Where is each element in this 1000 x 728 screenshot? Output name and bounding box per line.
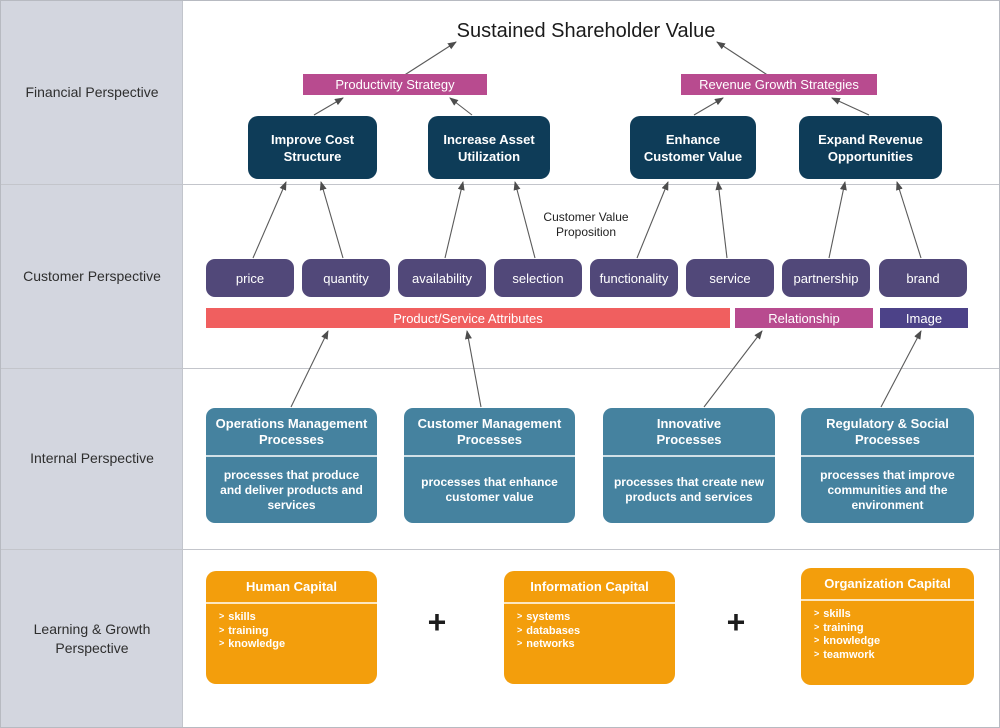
revenue-growth-strategies-bar: Revenue Growth Strategies (681, 74, 877, 95)
chevron-bullet-icon: > (517, 624, 523, 635)
chevron-bullet-icon: > (814, 608, 820, 618)
capital-item: >skills (814, 608, 851, 620)
objective-enhance-customer-value: Enhance Customer Value (630, 116, 756, 179)
chevron-bullet-icon: > (517, 638, 523, 648)
chevron-bullet-icon: > (517, 611, 523, 621)
sidebar-label-internal: Internal Perspective (30, 450, 154, 466)
process-innovative: Innovative Processes processes that crea… (603, 408, 775, 523)
capital-item: >databases (517, 624, 581, 637)
attribute-selection: selection (494, 259, 582, 297)
objective-increase-asset-utilization: Increase Asset Utilization (428, 116, 550, 179)
plus-sign: + (726, 604, 746, 640)
chevron-bullet-icon: > (814, 648, 820, 659)
capital-organization: Organization Capital >skills >training >… (801, 568, 974, 685)
capital-information: Information Capital >systems >databases … (504, 571, 675, 684)
capital-title: Human Capital (206, 571, 377, 604)
productivity-strategy-bar: Productivity Strategy (303, 74, 487, 95)
attribute-service: service (686, 259, 774, 297)
sidebar-label-customer: Customer Perspective (23, 267, 161, 284)
objective-expand-revenue-opportunities: Expand Revenue Opportunities (799, 116, 942, 179)
capital-title: Organization Capital (801, 568, 974, 601)
process-title: Operations Management Processes (206, 408, 377, 457)
group-bar-relationship: Relationship (735, 308, 873, 328)
capital-item: >teamwork (814, 648, 875, 661)
attribute-availability: availability (398, 259, 486, 297)
plus-sign: + (427, 604, 447, 640)
process-customer-management: Customer Management Processes processes … (404, 408, 575, 523)
process-description: processes that create new products and s… (613, 475, 765, 504)
band-divider (1, 184, 999, 185)
sidebar-label-learning-growth: Learning & Growth Perspective (33, 621, 151, 656)
perspective-sidebar: Financial Perspective Customer Perspecti… (1, 1, 183, 727)
chevron-bullet-icon: > (219, 638, 225, 648)
customer-value-proposition-label: Customer Value Proposition (543, 210, 629, 239)
capital-human: Human Capital >skills >training >knowled… (206, 571, 377, 684)
group-bar-product-service-attributes: Product/Service Attributes (206, 308, 730, 328)
capital-item: >knowledge (219, 638, 286, 650)
process-title: Regulatory & Social Processes (801, 408, 974, 457)
band-divider (1, 368, 999, 369)
chevron-bullet-icon: > (219, 611, 225, 621)
process-regulatory-social: Regulatory & Social Processes processes … (801, 408, 974, 523)
chevron-bullet-icon: > (814, 621, 820, 632)
chevron-bullet-icon: > (219, 624, 225, 635)
capital-title: Information Capital (504, 571, 675, 604)
sidebar-label-financial: Financial Perspective (25, 84, 159, 100)
diagram-title: Sustained Shareholder Value (456, 20, 716, 42)
process-description: processes that enhance customer value (421, 475, 558, 504)
objective-improve-cost-structure: Improve Cost Structure (248, 116, 377, 179)
capital-item: >skills (219, 611, 256, 623)
process-description: processes that improve communities and t… (820, 467, 955, 512)
process-title: Innovative Processes (603, 408, 775, 457)
process-description: processes that produce and deliver produ… (220, 467, 363, 512)
band-divider (1, 549, 999, 550)
attribute-brand: brand (879, 259, 967, 297)
attribute-partnership: partnership (782, 259, 870, 297)
capital-item: >networks (517, 638, 575, 650)
attribute-price: price (206, 259, 294, 297)
capital-item: >training (814, 621, 864, 634)
group-bar-image: Image (880, 308, 968, 328)
capital-item: >knowledge (814, 635, 881, 647)
capital-item: >systems (517, 611, 571, 623)
process-operations-management: Operations Management Processes processe… (206, 408, 377, 523)
attribute-quantity: quantity (302, 259, 390, 297)
process-title: Customer Management Processes (404, 408, 575, 457)
capital-item: >training (219, 624, 269, 637)
attribute-functionality: functionality (590, 259, 678, 297)
chevron-bullet-icon: > (814, 635, 820, 645)
